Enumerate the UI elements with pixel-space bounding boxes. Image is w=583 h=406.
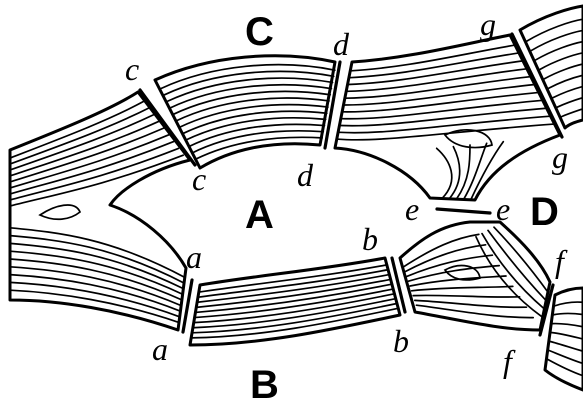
arm-DG-strand	[343, 92, 539, 111]
cut-e	[437, 209, 490, 213]
left-whorl	[40, 205, 80, 219]
cut-label-b-bottom: b	[393, 323, 409, 359]
arm-B-strands	[191, 265, 399, 338]
cut-label-d-top: d	[333, 26, 350, 62]
region-label-C: C	[245, 10, 274, 54]
beyond-f-strand	[551, 333, 583, 340]
cut-label-f-top: f	[555, 243, 568, 279]
lower-right-strands	[404, 227, 548, 317]
beyond-g-strand	[548, 75, 583, 88]
beyond-g-strand	[553, 86, 583, 97]
left-lower-strand	[10, 251, 183, 294]
beyond-f-strand	[552, 324, 583, 327]
upper-right-whorl	[445, 130, 492, 148]
lower-right-junction	[400, 222, 550, 330]
cut-label-e-right: e	[496, 191, 510, 227]
lower-right-strand	[407, 255, 493, 276]
beyond-f-strand	[554, 313, 583, 314]
arm-B-strand	[194, 294, 395, 323]
lower-right-strand	[412, 286, 513, 290]
cut-label-g-bottom: g	[552, 139, 568, 175]
beyond-g-strand	[531, 30, 583, 50]
cut-label-e-left: e	[405, 191, 419, 227]
lower-right-strand	[404, 234, 479, 266]
arm-C-strand	[192, 131, 323, 153]
lower-right-strand	[408, 266, 499, 282]
lower-right-side-strand	[494, 227, 548, 292]
left-junction	[10, 92, 190, 330]
left-upper-strand	[10, 108, 150, 164]
left-upper-strand	[10, 101, 145, 158]
beyond-g-strand	[562, 109, 583, 117]
arm-B	[190, 258, 400, 345]
cut-label-a-top: a	[186, 239, 202, 275]
beyond-f-strand	[555, 302, 583, 306]
beyond-g-strand	[557, 98, 583, 108]
arm-DG-strands	[338, 45, 554, 200]
lower-right-strand	[413, 295, 519, 297]
arm-C-strand	[164, 71, 334, 95]
lower-right-strand	[415, 300, 527, 307]
arm-B-strand	[198, 270, 388, 298]
cut-label-c-bottom: c	[192, 161, 206, 197]
left-lower-strand	[10, 243, 184, 288]
cut-label-a-bottom: a	[152, 331, 168, 367]
arm-B-strand	[199, 265, 387, 292]
region-label-B: B	[250, 363, 279, 406]
region-label-A: A	[245, 193, 274, 237]
cut-label-f-bottom: f	[503, 343, 516, 379]
beyond-f-strand	[549, 350, 583, 363]
beyond-g-strand	[540, 53, 583, 70]
arm-DG-strand	[345, 85, 536, 106]
beyond-f-strand	[550, 341, 583, 351]
arm-DG-lower-strand	[437, 148, 452, 198]
cut-label-g-top: g	[480, 6, 496, 42]
cut-label-c-top: c	[125, 51, 139, 87]
cut-label-b-top: b	[362, 221, 378, 257]
left-junction-strands	[10, 101, 185, 323]
cut-label-d-bottom: d	[297, 157, 314, 193]
region-label-D: D	[530, 190, 559, 234]
